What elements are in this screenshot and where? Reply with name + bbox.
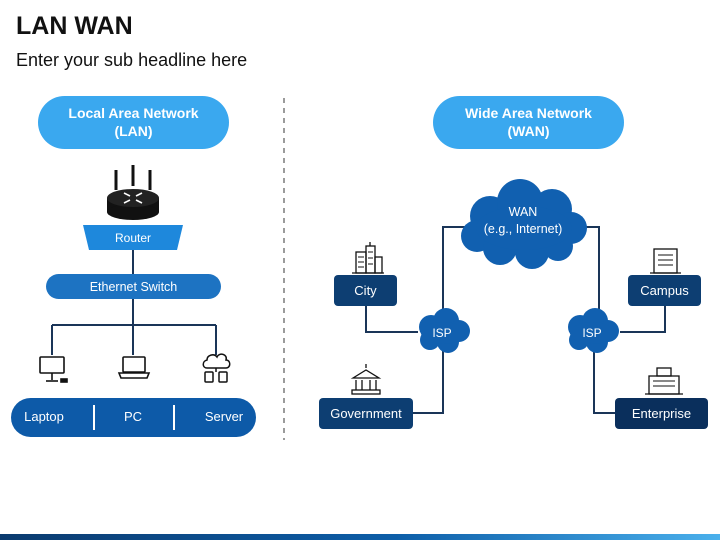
lan-header-line1: Local Area Network xyxy=(68,105,198,121)
ethernet-switch-box xyxy=(46,274,221,299)
page-title: LAN WAN xyxy=(16,12,133,40)
ethernet-switch-label: Ethernet Switch xyxy=(90,280,178,294)
wan-header-line1: Wide Area Network xyxy=(465,105,592,121)
government-building-icon xyxy=(350,364,382,395)
desktop-icon xyxy=(39,356,68,383)
city-node-label: City xyxy=(354,283,377,298)
enterprise-node-label: Enterprise xyxy=(632,406,691,421)
isp-cloud-left xyxy=(419,308,470,353)
device-server-label: Server xyxy=(205,409,244,424)
router-icon xyxy=(107,165,159,220)
isp-left-label: ISP xyxy=(432,326,451,340)
device-laptop-label: Laptop xyxy=(24,409,64,424)
lan-header-line2: (LAN) xyxy=(114,123,152,139)
cloud-server-icon xyxy=(202,353,231,383)
government-node-box xyxy=(319,398,413,429)
wan-header-pill xyxy=(433,96,624,149)
wan-cloud-line1: WAN xyxy=(509,205,538,219)
device-pc-label: PC xyxy=(124,409,142,424)
wan-cloud xyxy=(461,179,587,269)
wan-connectors xyxy=(365,226,666,414)
isp-cloud-right xyxy=(568,308,619,353)
campus-node-label: Campus xyxy=(640,283,689,298)
government-node-label: Government xyxy=(330,406,402,421)
city-buildings-icon xyxy=(352,242,384,274)
wan-cloud-line2: (e.g., Internet) xyxy=(484,222,563,236)
enterprise-building-icon xyxy=(645,367,683,395)
router-label: Router xyxy=(115,231,151,245)
wan-header-line2: (WAN) xyxy=(508,123,550,139)
laptop-icon xyxy=(117,356,151,379)
lan-header-pill xyxy=(38,96,229,149)
campus-node-box xyxy=(628,275,701,306)
page-subtitle: Enter your sub headline here xyxy=(16,50,248,70)
city-node-box xyxy=(334,275,397,306)
lan-tree-connectors xyxy=(51,299,217,355)
isp-right-label: ISP xyxy=(582,326,601,340)
enterprise-node-box xyxy=(615,398,708,429)
devices-bar xyxy=(11,398,256,437)
campus-building-icon xyxy=(650,248,681,274)
bottom-accent-bar xyxy=(0,534,720,540)
router-label-box xyxy=(83,225,183,250)
